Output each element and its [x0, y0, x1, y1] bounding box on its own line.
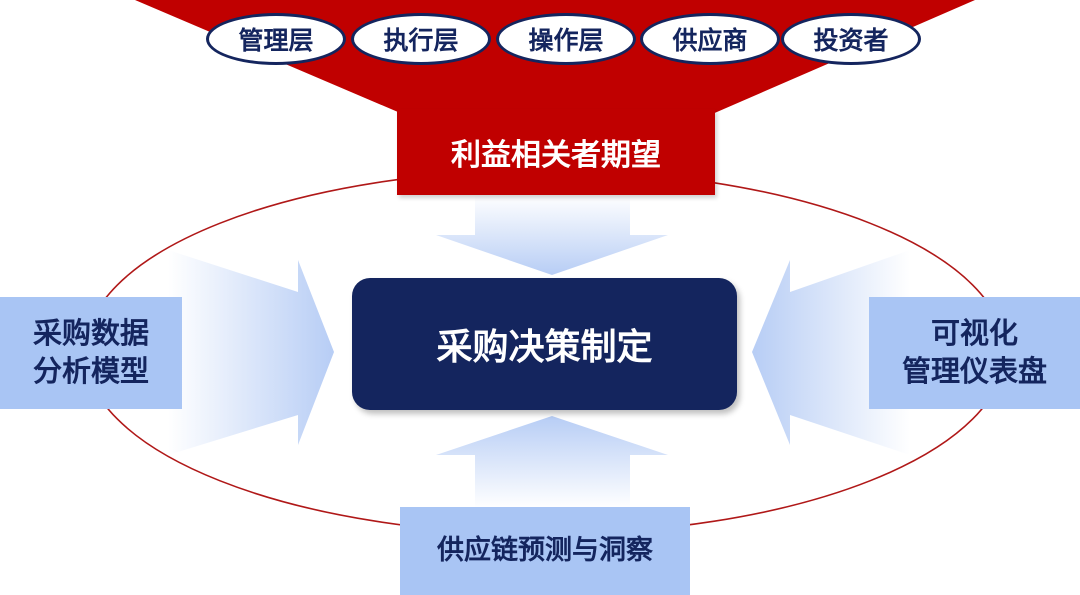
analysis-model-line1: 采购数据: [32, 316, 149, 351]
stakeholder-pill-management: 管理层: [206, 13, 346, 65]
stakeholder-pill-operation: 操作层: [496, 13, 636, 65]
analysis-model-line2: 分析模型: [32, 354, 149, 388]
arrow-down: [436, 195, 668, 275]
arrow-right: [168, 250, 334, 455]
dashboard-line1: 可视化: [930, 316, 1018, 351]
stakeholder-pill-supplier: 供应商: [640, 13, 780, 65]
stakeholder-expectations-box: 利益相关者期望: [397, 109, 715, 195]
dashboard-line2: 管理仪表盘: [901, 354, 1047, 388]
arrow-up: [436, 416, 668, 508]
procurement-decision-box: 采购决策制定: [352, 278, 737, 410]
analysis-model-box: 采购数据 分析模型: [0, 297, 182, 409]
stakeholder-pill-investor: 投资者: [781, 13, 921, 65]
supply-chain-insight-box: 供应链预测与洞察: [400, 507, 690, 595]
stakeholder-pill-execution: 执行层: [351, 13, 491, 65]
dashboard-box: 可视化 管理仪表盘: [869, 297, 1080, 409]
